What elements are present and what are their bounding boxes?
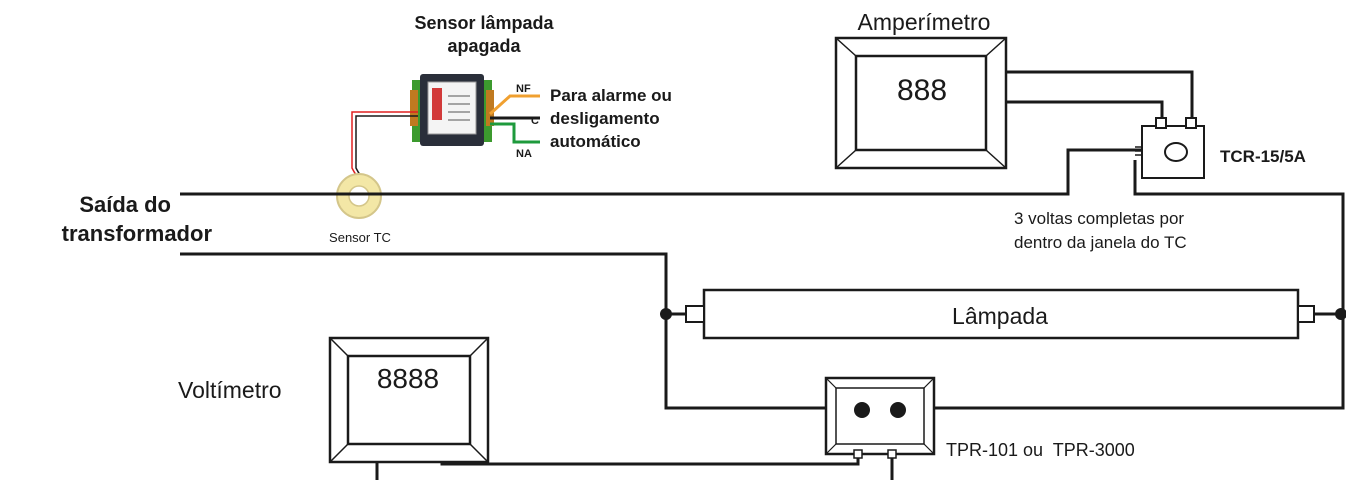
wire-nf <box>488 94 540 116</box>
sensor-leads <box>351 111 418 183</box>
sensor-title-line1: Sensor lâmpada <box>414 13 554 33</box>
source-label-line1: Saída do <box>79 192 171 217</box>
alarm-text-line3: automático <box>550 132 641 151</box>
junction-left <box>660 308 672 320</box>
wire-na <box>490 122 540 144</box>
ammeter-title: Amperímetro <box>858 9 991 35</box>
voltmeter <box>328 336 490 464</box>
relay-output-wires <box>488 94 540 144</box>
tpr-terminal-1 <box>854 402 870 418</box>
sensor-tc-ring <box>336 173 382 219</box>
tpr-relay <box>824 376 936 459</box>
alarm-text-line2: desligamento <box>550 109 660 128</box>
tcr-label: TCR-15/5A <box>1220 147 1306 166</box>
alarm-text-line1: Para alarme ou <box>550 86 672 105</box>
lamp-label: Lâmpada <box>952 303 1048 329</box>
ammeter <box>834 36 1008 170</box>
sensor-title-line2: apagada <box>447 36 521 56</box>
c-label: C <box>531 115 539 127</box>
junction-right <box>1335 308 1346 320</box>
sensor-tc-label: Sensor TC <box>329 230 391 245</box>
tpr-label: TPR-101 ou TPR-3000 <box>946 440 1135 460</box>
wire-line-top <box>180 148 1145 196</box>
tpr-terminal-2 <box>890 402 906 418</box>
sensor-relay <box>410 74 494 146</box>
voltmeter-display: 8888 <box>377 363 439 394</box>
wire-tc-out <box>905 160 1345 410</box>
wire-ammeter-1 <box>997 70 1194 120</box>
wire-line-bottom <box>180 252 842 410</box>
lamp-tube <box>685 288 1315 340</box>
turns-text-line2: dentro da janela do TC <box>1014 233 1187 252</box>
nf-label: NF <box>516 83 531 95</box>
voltmeter-title: Voltímetro <box>178 377 282 403</box>
source-label-line2: transformador <box>62 221 213 246</box>
ammeter-display: 888 <box>897 74 947 107</box>
turns-text-line1: 3 voltas completas por <box>1014 209 1184 228</box>
wire-voltmeter-2 <box>440 452 860 466</box>
wire-ammeter-2 <box>997 100 1164 120</box>
na-label: NA <box>516 148 532 160</box>
tcr-transformer <box>1141 117 1205 179</box>
